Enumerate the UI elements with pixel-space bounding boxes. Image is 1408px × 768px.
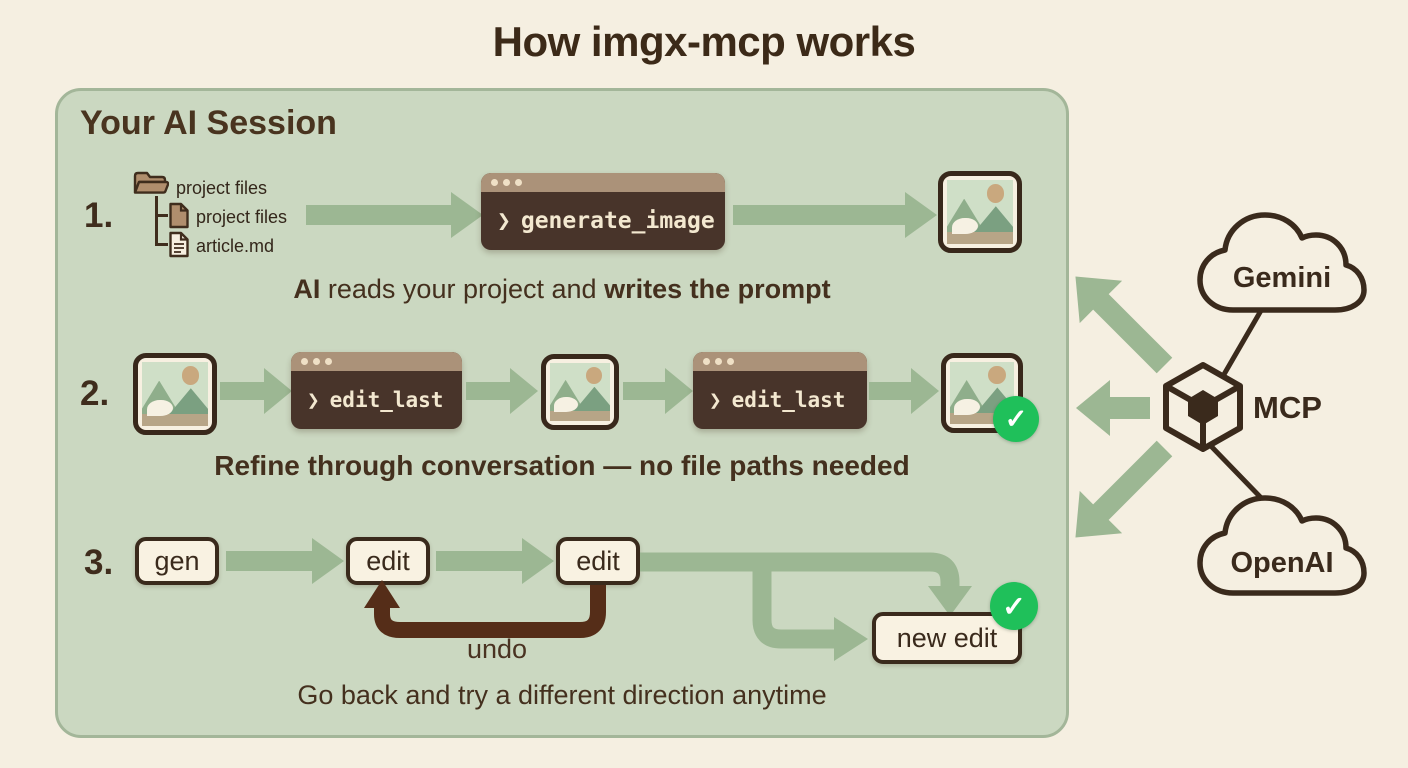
openai-cloud-icon xyxy=(1197,495,1367,596)
terminal-titlebar xyxy=(481,173,725,192)
sun-icon xyxy=(988,366,1006,385)
ground-shape xyxy=(950,412,1014,424)
command-text: generate_image xyxy=(520,208,715,234)
arrow-up-left-icon xyxy=(1075,276,1173,374)
tree-connector-branch-2 xyxy=(155,243,168,246)
mountain-shape xyxy=(973,206,1013,234)
terminal-edit-last: ❯ edit_last xyxy=(291,352,462,429)
arrow-right-icon xyxy=(733,192,937,238)
image-thumbnail xyxy=(938,171,1022,253)
arrow-right-icon xyxy=(220,368,292,414)
image-thumbnail xyxy=(133,353,217,435)
window-dot-icon xyxy=(491,179,498,186)
folder-icon xyxy=(133,171,169,194)
cloud-shape xyxy=(554,397,579,413)
checkmark-badge-icon xyxy=(993,396,1039,442)
arrow-right-icon xyxy=(466,368,538,414)
sun-icon xyxy=(586,367,603,384)
window-dot-icon xyxy=(515,179,522,186)
tree-connector-branch-1 xyxy=(155,214,168,217)
branch-arrows-icon xyxy=(640,552,972,661)
mountain-shape xyxy=(574,386,610,412)
gemini-label: Gemini xyxy=(1232,262,1332,294)
mountain-shape xyxy=(168,388,208,416)
window-dot-icon xyxy=(301,358,308,365)
node-edit-1: edit xyxy=(346,537,430,585)
thumbnail-picture xyxy=(142,362,208,426)
cloud-shape xyxy=(951,217,978,235)
arrow-right-icon xyxy=(623,368,693,414)
mcp-cube-icon xyxy=(1163,362,1243,452)
prompt-chevron-icon: ❯ xyxy=(307,388,320,412)
cloud-shape xyxy=(146,399,173,417)
tree-file-label: project files xyxy=(196,207,288,227)
terminal-titlebar xyxy=(693,352,867,371)
cloud-shape xyxy=(954,398,981,415)
openai-label: OpenAI xyxy=(1230,547,1334,579)
terminal-command-line: ❯ edit_last xyxy=(291,371,462,429)
tree-doc-label: article.md xyxy=(196,236,275,256)
window-dot-icon xyxy=(727,358,734,365)
caption-bold: writes the prompt xyxy=(604,274,831,304)
arrow-down-left-icon xyxy=(1075,440,1173,538)
command-text: edit_last xyxy=(329,388,444,412)
provider-cluster xyxy=(1163,212,1367,596)
arrow-right-icon xyxy=(226,538,344,584)
terminal-edit-last: ❯ edit_last xyxy=(693,352,867,429)
arrow-left-icon xyxy=(1076,380,1150,436)
file-icon xyxy=(169,202,189,229)
step-2-caption: Refine through conversation — no file pa… xyxy=(214,450,910,481)
arrow-right-icon xyxy=(869,368,939,414)
image-thumbnail xyxy=(541,354,619,430)
prompt-chevron-icon: ❯ xyxy=(709,388,722,412)
step-3-number: 3. xyxy=(84,543,114,582)
command-text: edit_last xyxy=(731,388,846,412)
node-label: gen xyxy=(154,545,200,576)
arrow-right-icon xyxy=(436,538,554,584)
undo-label: undo xyxy=(466,634,528,664)
node-label: edit xyxy=(576,545,620,576)
image-thumbnail xyxy=(941,353,1023,433)
ground-shape xyxy=(947,232,1013,244)
prompt-chevron-icon: ❯ xyxy=(497,208,511,234)
step-3-caption: Go back and try a different direction an… xyxy=(297,680,827,710)
node-label: edit xyxy=(366,545,410,576)
sun-icon xyxy=(181,366,200,386)
caption-regular: reads your project and xyxy=(320,274,605,304)
terminal-command-line: ❯ generate_image xyxy=(481,192,725,250)
node-label: new edit xyxy=(896,622,998,653)
tree-folder-label: project files xyxy=(176,178,268,198)
mcp-label: MCP xyxy=(1253,390,1322,425)
ground-shape xyxy=(142,414,208,426)
terminal-generate-image: ❯ generate_image xyxy=(481,173,725,250)
checkmark-badge-icon xyxy=(990,582,1038,630)
sun-icon xyxy=(986,184,1005,204)
tree-connector-vertical xyxy=(155,196,158,246)
node-gen: gen xyxy=(135,537,219,585)
thumbnail-picture xyxy=(947,180,1013,244)
terminal-titlebar xyxy=(291,352,462,371)
gemini-cloud-icon xyxy=(1197,212,1367,313)
window-dot-icon xyxy=(325,358,332,365)
window-dot-icon xyxy=(715,358,722,365)
step-2-number: 2. xyxy=(80,374,110,413)
window-dot-icon xyxy=(703,358,710,365)
step-1-number: 1. xyxy=(84,196,114,235)
page-title: How imgx-mcp works xyxy=(492,18,916,65)
window-dot-icon xyxy=(503,179,510,186)
terminal-command-line: ❯ edit_last xyxy=(693,371,867,429)
document-icon xyxy=(169,231,189,258)
step-1-caption: AI reads your project and writes the pro… xyxy=(55,274,1069,305)
panel-heading: Your AI Session xyxy=(80,104,337,142)
thumbnail-picture xyxy=(950,362,1014,424)
undo-loop-arrow-icon xyxy=(364,580,606,638)
window-dot-icon xyxy=(313,358,320,365)
node-edit-2: edit xyxy=(556,537,640,585)
ground-shape xyxy=(550,410,610,421)
thumbnail-picture xyxy=(550,363,610,421)
arrow-right-icon xyxy=(306,192,483,238)
caption-bold: AI xyxy=(293,274,321,304)
